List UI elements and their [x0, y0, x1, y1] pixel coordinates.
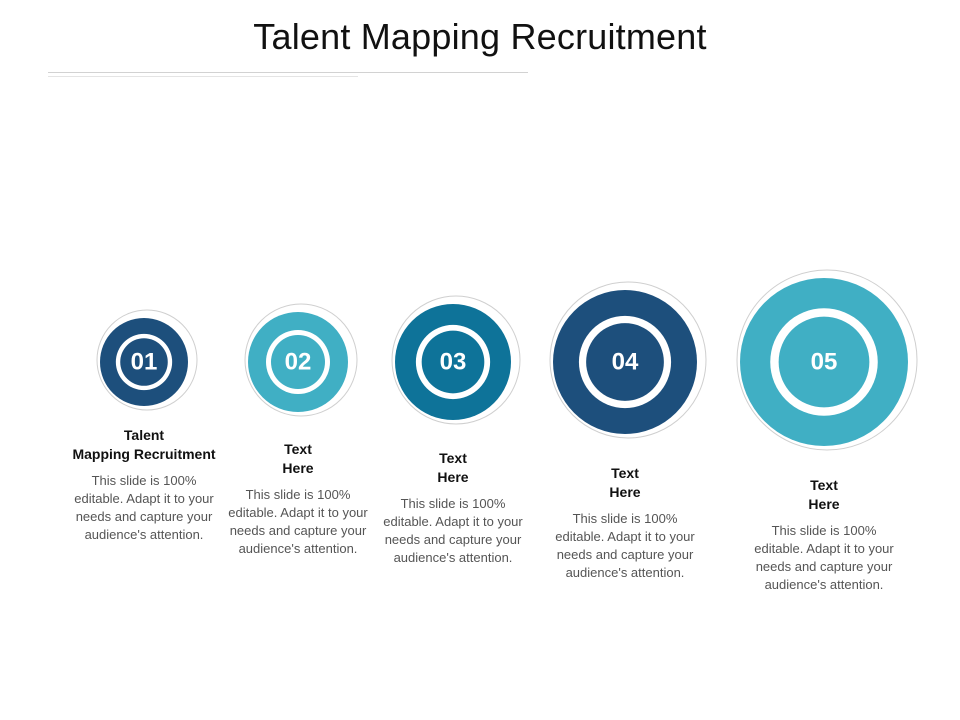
- step-1-number: 01: [131, 349, 158, 376]
- step-text-4: Text Here This slide is 100% editable. A…: [540, 464, 710, 582]
- step-3-inner-disc: [421, 330, 485, 394]
- step-1-halo: [96, 309, 198, 411]
- step-4-number: 04: [612, 349, 639, 376]
- step-heading-1: Talent Mapping Recruitment: [72, 427, 216, 462]
- title-underline: [48, 72, 528, 73]
- step-text-2: Text Here This slide is 100% editable. A…: [213, 440, 383, 558]
- step-1-inner-disc: [120, 338, 168, 386]
- slide-title: Talent Mapping Recruitment: [253, 16, 707, 57]
- step-text-3: Text Here This slide is 100% editable. A…: [368, 449, 538, 567]
- step-heading-3: Text Here: [437, 450, 469, 485]
- step-3-halo: [391, 295, 521, 425]
- step-body-4: This slide is 100% editable. Adapt it to…: [555, 511, 695, 580]
- step-body-5: This slide is 100% editable. Adapt it to…: [754, 523, 894, 592]
- step-text-5: Text Here This slide is 100% editable. A…: [739, 476, 909, 594]
- step-2-inner-disc: [271, 335, 325, 389]
- step-2-halo: [244, 303, 358, 417]
- title-underline-secondary: [48, 76, 358, 77]
- step-text-1: Talent Mapping Recruitment This slide is…: [59, 426, 229, 544]
- step-5-number: 05: [811, 349, 838, 376]
- step-4-halo: [549, 281, 707, 439]
- step-4-inner-disc: [586, 323, 664, 401]
- step-heading-4: Text Here: [609, 465, 641, 500]
- step-3-number: 03: [440, 349, 467, 376]
- step-heading-2: Text Here: [282, 441, 314, 476]
- step-2-number: 02: [285, 349, 312, 376]
- step-body-3: This slide is 100% editable. Adapt it to…: [383, 496, 523, 565]
- step-body-1: This slide is 100% editable. Adapt it to…: [74, 473, 214, 542]
- step-5-halo: [736, 269, 918, 451]
- step-heading-5: Text Here: [808, 477, 840, 512]
- step-5-inner-disc: [778, 316, 870, 408]
- step-body-2: This slide is 100% editable. Adapt it to…: [228, 487, 368, 556]
